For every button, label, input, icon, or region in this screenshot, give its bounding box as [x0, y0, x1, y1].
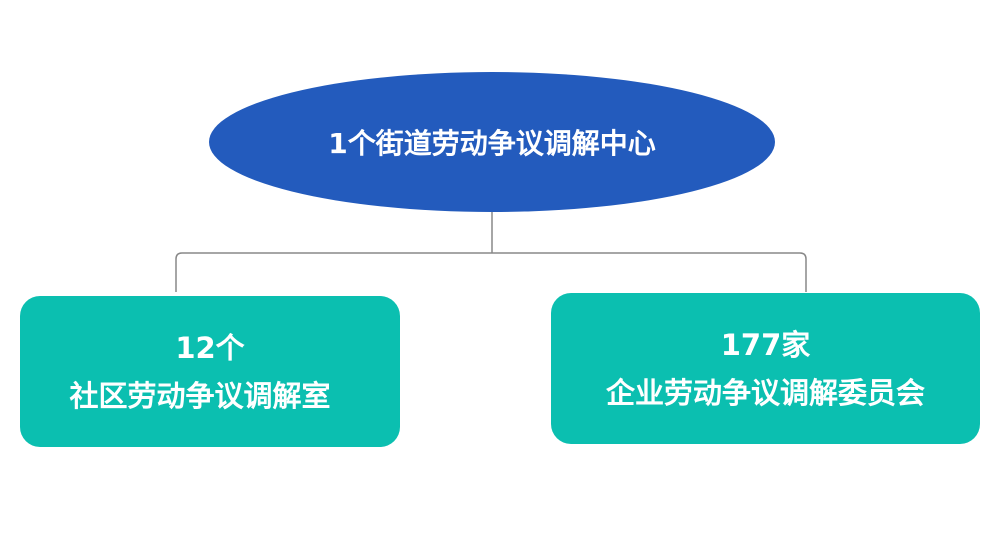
- child-node-community: 12个 社区劳动争议调解室: [20, 296, 400, 447]
- child-count: 12个: [175, 330, 245, 365]
- child-label: 企业劳动争议调解委员会: [605, 375, 925, 410]
- root-node: 1个街道劳动争议调解中心: [209, 72, 775, 212]
- root-label: 1个街道劳动争议调解中心: [328, 127, 656, 160]
- child-node-enterprise: 177家 企业劳动争议调解委员会: [551, 293, 980, 444]
- child-count: 177家: [720, 327, 811, 362]
- child-label: 社区劳动争议调解室: [69, 378, 331, 413]
